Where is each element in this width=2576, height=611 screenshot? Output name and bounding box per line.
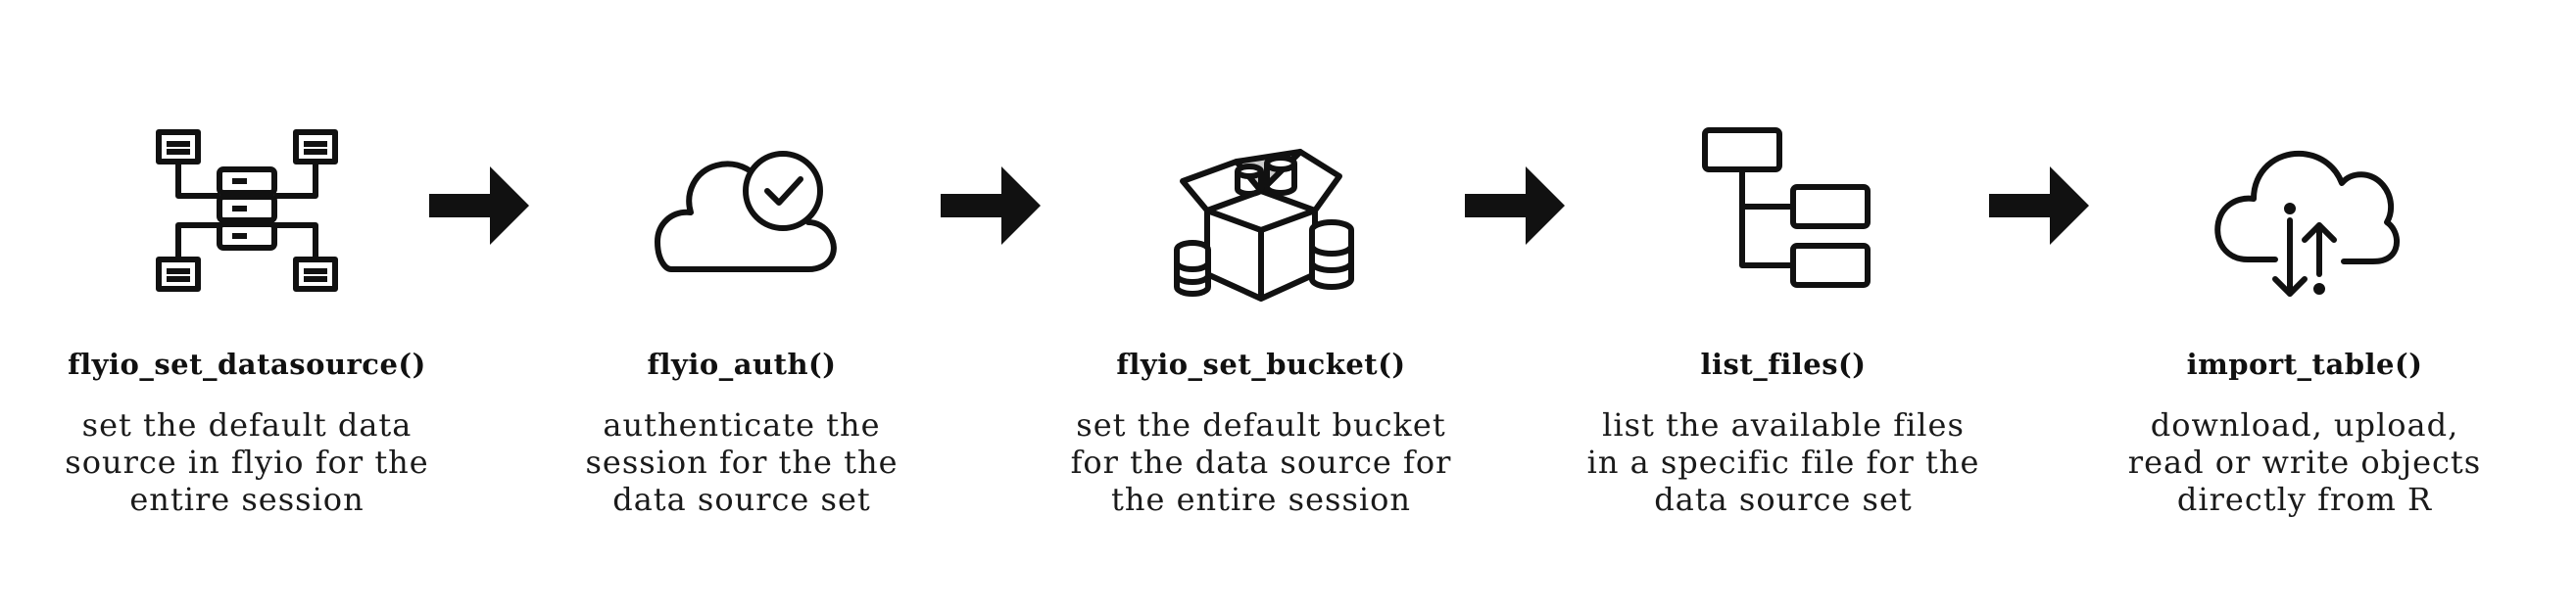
step-description: download, upload, read or write objects … (2069, 406, 2540, 518)
desc-line: entire session (129, 481, 365, 518)
desc-line: for the data source for (1070, 444, 1452, 481)
step-set-datasource: flyio_set_datasource() set the default d… (0, 0, 502, 611)
desc-line: source in flyio for the (65, 444, 429, 481)
step-description: set the default data source in flyio for… (12, 406, 482, 518)
arrow-right-icon (941, 166, 1048, 245)
desc-line: set the default bucket (1076, 406, 1446, 444)
step-title: list_files() (1700, 348, 1867, 381)
file-tree-icon (1676, 103, 1891, 318)
desc-line: data source set (1654, 481, 1913, 518)
box-databases-icon (1153, 103, 1369, 318)
step-description: list the available files in a specific f… (1548, 406, 2018, 518)
step-description: set the default bucket for the data sour… (1026, 406, 1496, 518)
step-auth: flyio_auth() authenticate the session fo… (487, 0, 996, 611)
arrow-right-icon (429, 166, 537, 245)
step-list-files: list_files() list the available files in… (1529, 0, 2038, 611)
desc-line: download, upload, (2150, 406, 2459, 444)
step-title: import_table() (2186, 348, 2423, 381)
step-title: flyio_set_datasource() (68, 348, 426, 381)
desc-line: data source set (612, 481, 871, 518)
cloud-check-icon (634, 103, 850, 318)
server-network-icon (139, 103, 355, 318)
desc-line: directly from R (2176, 481, 2433, 518)
desc-line: set the default data (81, 406, 413, 444)
step-import-table: import_table() download, upload, read or… (2050, 0, 2559, 611)
step-title: flyio_set_bucket() (1116, 348, 1406, 381)
cloud-upload-download-icon (2197, 103, 2412, 318)
arrow-right-icon (1989, 166, 2097, 245)
desc-line: authenticate the (603, 406, 881, 444)
step-description: authenticate the session for the the dat… (507, 406, 977, 518)
step-title: flyio_auth() (647, 348, 837, 381)
step-set-bucket: flyio_set_bucket() set the default bucke… (1006, 0, 1516, 611)
arrow-right-icon (1465, 166, 1573, 245)
desc-line: list the available files (1602, 406, 1965, 444)
desc-line: the entire session (1111, 481, 1411, 518)
desc-line: read or write objects (2127, 444, 2482, 481)
desc-line: in a specific file for the (1586, 444, 1980, 481)
desc-line: session for the the (585, 444, 899, 481)
